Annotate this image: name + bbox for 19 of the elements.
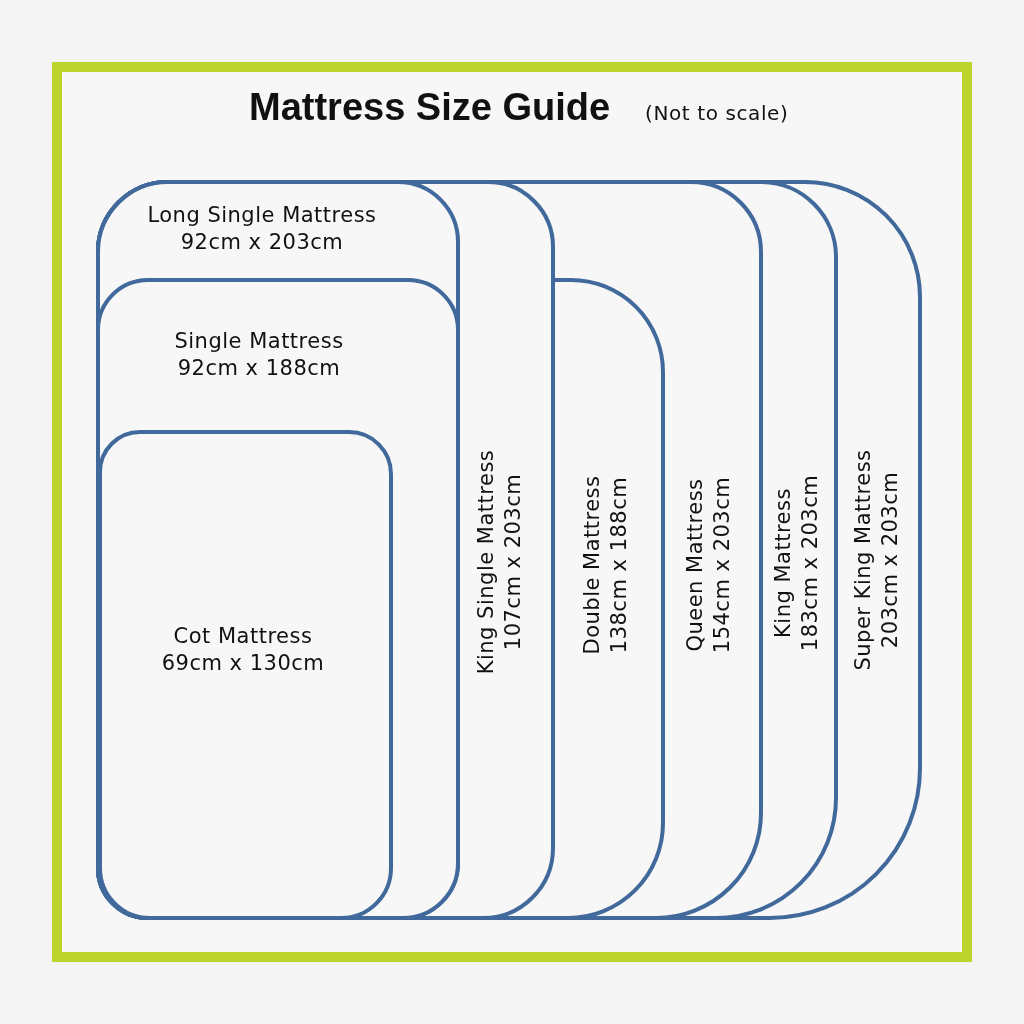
- mattress-dimensions: 107cm x 203cm: [500, 473, 526, 651]
- mattress-dimensions: 92cm x 188cm: [177, 355, 341, 382]
- diagram-title: Mattress Size Guide: [249, 86, 611, 130]
- mattress-dimensions: 154cm x 203cm: [709, 476, 735, 654]
- mattress-name: Long Single Mattress: [147, 202, 377, 229]
- mattress-name: King Single Mattress: [473, 449, 499, 675]
- mattress-name: King Mattress: [770, 488, 796, 638]
- scale-note: (Not to scale): [645, 101, 789, 125]
- mattress-name: Cot Mattress: [173, 623, 313, 650]
- mattress-name: Super King Mattress: [850, 449, 876, 671]
- mattress-name: Double Mattress: [579, 475, 605, 655]
- mattress-dimensions: 138cm x 188cm: [606, 476, 632, 654]
- mattress-name: Single Mattress: [174, 328, 344, 355]
- mattress-outline: [96, 180, 555, 920]
- mattress-name: Queen Mattress: [682, 478, 708, 652]
- mattress-dimensions: 69cm x 130cm: [161, 650, 325, 677]
- mattress-dimensions: 92cm x 203cm: [180, 229, 344, 256]
- mattress-dimensions: 183cm x 203cm: [797, 474, 823, 652]
- mattress-dimensions: 203cm x 203cm: [877, 471, 903, 649]
